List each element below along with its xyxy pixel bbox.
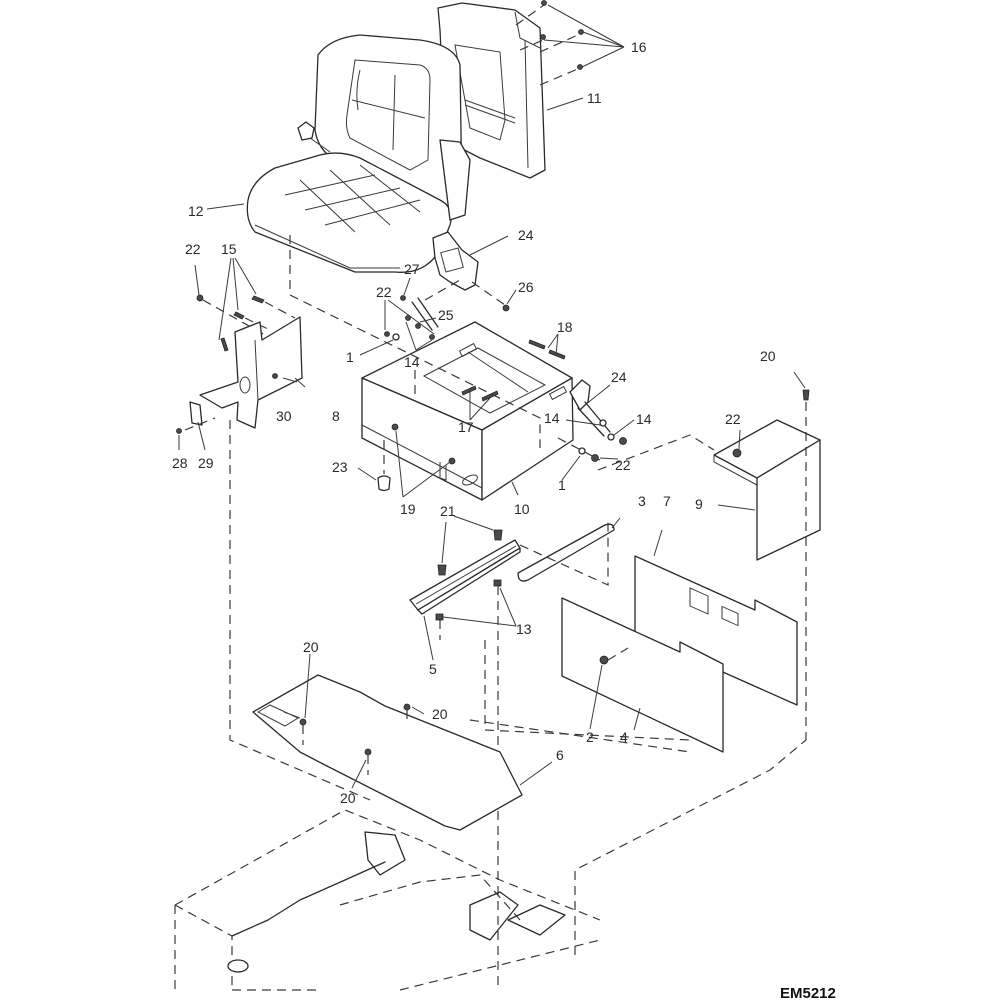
callout-22-right: 22: [615, 457, 631, 473]
leader-lines: [178, 4, 806, 789]
callout-11: 11: [587, 90, 602, 106]
callout-27: 27: [404, 261, 420, 277]
callout-14-right-a: 14: [544, 410, 560, 426]
callout-30: 30: [276, 408, 292, 424]
callout-15: 15: [221, 241, 237, 257]
callout-2: 2: [586, 729, 594, 745]
side-bracket-part-8: [199, 316, 303, 429]
strap-part-25: [384, 295, 439, 341]
rail-part-5: [409, 539, 521, 615]
callouts: 16 11 12 24 22 15 27 26 22 25 18 1 14 20…: [172, 39, 836, 1000]
callout-1-left: 1: [346, 349, 354, 365]
callout-23: 23: [332, 459, 348, 475]
callout-17: 17: [458, 419, 474, 435]
callout-7: 7: [663, 493, 671, 509]
frame-chassis: [174, 739, 807, 991]
callout-3: 3: [638, 493, 646, 509]
callout-6: 6: [556, 747, 564, 763]
callout-12: 12: [188, 203, 204, 219]
cover-part-9: [713, 389, 821, 740]
floor-plate-part-6: [252, 674, 523, 831]
callout-1-right: 1: [558, 477, 566, 493]
callout-22-left: 22: [185, 241, 201, 257]
callout-26: 26: [518, 279, 534, 295]
panel-part-4: [561, 597, 724, 753]
callout-25: 25: [438, 307, 454, 323]
callout-18: 18: [557, 319, 573, 335]
bolts-15-and-nut-22: [196, 294, 296, 352]
bolts-18: [528, 339, 566, 360]
screw-part-28: [176, 428, 182, 434]
seat-belt-buckle-upper-part-24: [424, 231, 510, 312]
callout-22-box: 22: [725, 411, 741, 427]
callout-14-right-b: 14: [636, 411, 652, 427]
callout-21: 21: [440, 503, 456, 519]
bumper-part-23: [377, 475, 391, 492]
bolts-21: [437, 529, 503, 576]
callout-16: 16: [631, 39, 647, 55]
callout-10: 10: [514, 501, 530, 517]
callout-20-plate-top: 20: [303, 639, 319, 655]
screws-16: [515, 0, 584, 86]
seat-part-12: [246, 34, 471, 273]
callout-28: 28: [172, 455, 188, 471]
figure-id: EM5212: [780, 985, 836, 1000]
assembly-dash-lines: [229, 235, 715, 801]
callout-4: 4: [620, 729, 628, 745]
callout-24-right: 24: [611, 369, 627, 385]
callout-22-mid: 22: [376, 284, 392, 300]
callout-8: 8: [332, 408, 340, 424]
callout-19: 19: [400, 501, 416, 517]
callout-13: 13: [516, 621, 532, 637]
seat-belt-buckle-right-part-24: [557, 379, 627, 462]
callout-9: 9: [695, 496, 703, 512]
plate-part-29: [189, 401, 203, 426]
callout-29: 29: [198, 455, 214, 471]
callout-24-upper: 24: [518, 227, 534, 243]
callout-20-right: 20: [760, 348, 776, 364]
callout-5: 5: [429, 661, 437, 677]
callout-20-plate-mid: 20: [432, 706, 448, 722]
callout-20-plate-bottom: 20: [340, 790, 356, 806]
callout-14-mid: 14: [404, 354, 420, 370]
bar-part-3: [517, 520, 615, 586]
seat-back-cover-part-11: [437, 2, 546, 179]
seat-support-box-part-10: [361, 321, 574, 501]
